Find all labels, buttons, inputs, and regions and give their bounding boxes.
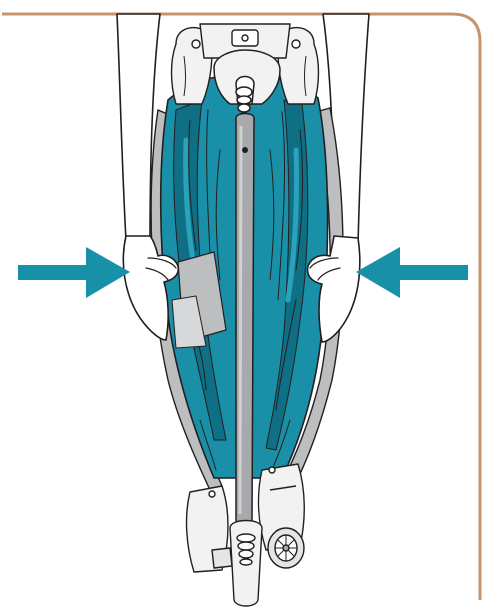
wheel-icon [268,528,304,568]
arrow-right-icon [18,247,130,298]
arrow-left-icon [356,247,468,298]
center-leg-highlight [240,126,241,514]
center-leg-rivet [242,147,248,153]
bottom-foot-center [230,521,262,607]
bottom-foot-left [187,486,232,572]
